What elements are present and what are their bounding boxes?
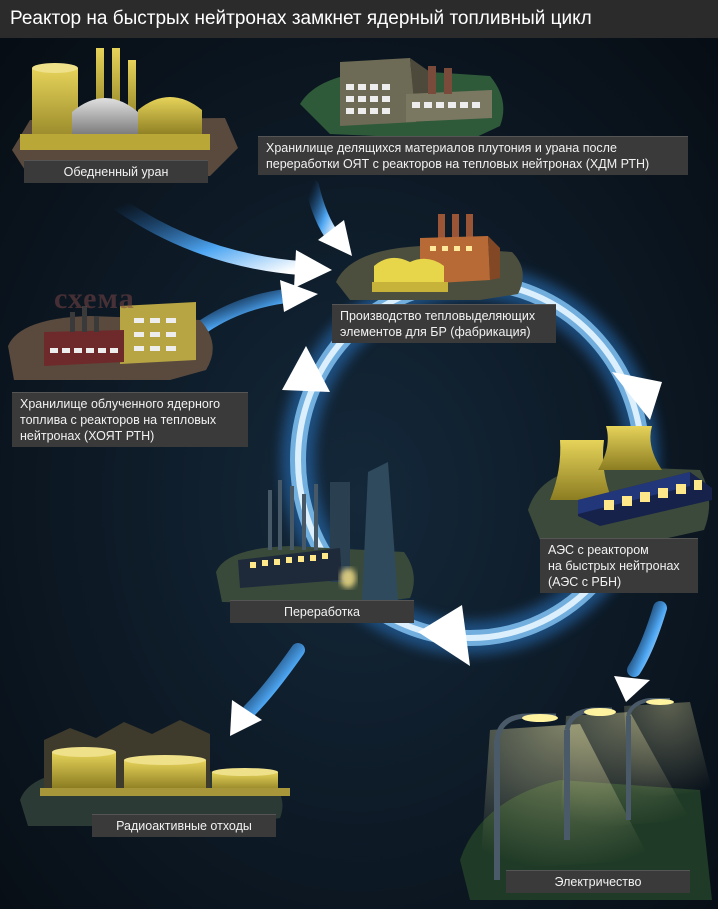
arrow-to-electricity — [614, 601, 667, 702]
arrow-from-spent-fuel — [197, 280, 318, 333]
arrow-to-reprocessing — [418, 605, 470, 666]
npp-fast-reactor — [528, 426, 712, 542]
label-depleted-uranium: Обедненный уран — [24, 160, 208, 183]
arrow-from-fissile-storage — [305, 179, 352, 256]
fabrication-plant — [336, 214, 523, 300]
label-fissile-storage: Хранилище делящихся материалов плутония … — [258, 136, 688, 175]
arrow-to-fabrication — [282, 346, 330, 392]
label-fabrication: Производство тепловыделяющих элементов д… — [332, 304, 556, 343]
spent-fuel-storage-building — [8, 302, 213, 380]
label-reprocessing: Переработка — [230, 600, 414, 623]
arrow-from-depleted-uranium — [113, 198, 332, 288]
page-title: Реактор на быстрых нейтронах замкнет яде… — [0, 0, 718, 38]
reprocessing-plant — [216, 462, 414, 604]
arrow-to-npp — [612, 372, 662, 420]
label-npp: АЭС с реактором на быстрых нейтронах (АЭ… — [540, 538, 698, 593]
arrow-to-waste — [230, 643, 305, 736]
label-electricity: Электричество — [506, 870, 690, 893]
radioactive-waste-storage — [20, 720, 290, 826]
label-radioactive-waste: Радиоактивные отходы — [92, 814, 276, 837]
fissile-storage-building — [300, 58, 504, 140]
watermark: схема — [54, 282, 135, 315]
label-spent-fuel-storage: Хранилище облученного ядерного топлива с… — [12, 392, 248, 447]
